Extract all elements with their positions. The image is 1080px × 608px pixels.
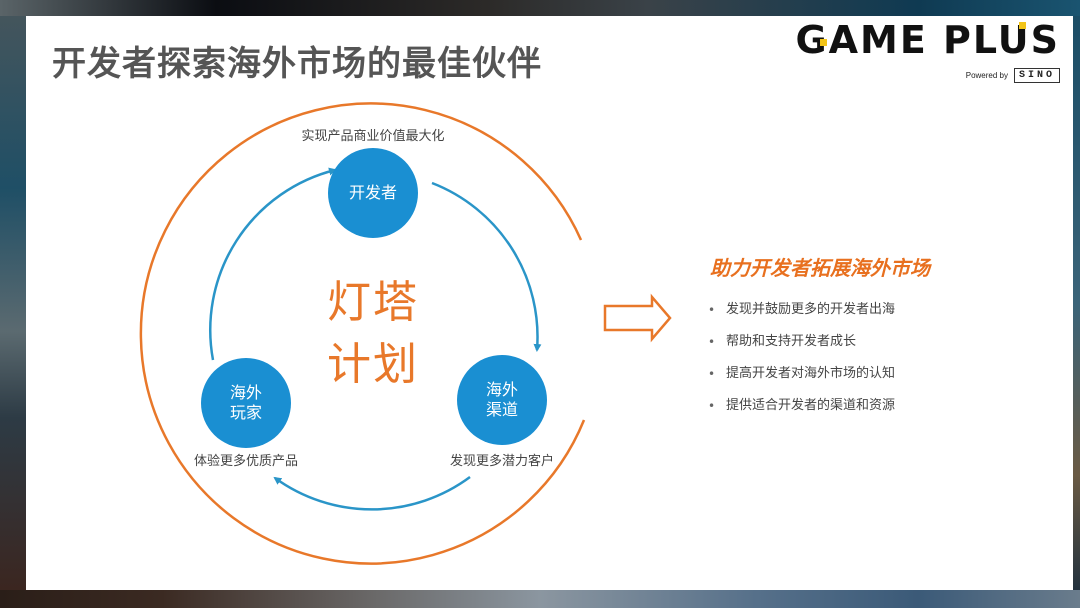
background-photo-right [1073,16,1080,590]
node-developer: 开发者 [328,148,418,238]
list-item: • 发现并鼓励更多的开发者出海 [708,300,895,332]
cycle-arrow-developer-to-channel [431,181,542,352]
list-item: • 帮助和支持开发者成长 [708,332,895,364]
brand-name: GAME PLUS [795,18,1060,62]
powered-by-label: Powered by [965,71,1008,80]
right-heading: 助力开发者拓展海外市场 [710,256,930,280]
list-item-text: 发现并鼓励更多的开发者出海 [726,302,896,317]
outer-ring-arc [139,102,586,565]
node-channels-line1: 海外 [485,380,518,399]
lighthouse-plan-title: 灯塔 计划 [318,272,428,396]
node-developer-label: 开发者 [348,183,397,202]
list-item-text: 提供适合开发者的渠道和资源 [726,398,896,413]
slide-panel [26,16,1073,590]
list-item: • 提供适合开发者的渠道和资源 [708,396,895,428]
powered-by: Powered by SINO [966,68,1060,83]
benefit-list: • 发现并鼓励更多的开发者出海 • 帮助和支持开发者成长 • 提高开发者对海外市… [708,300,895,428]
partner-logo: SINO [1013,68,1060,83]
background-photo-left [0,16,26,590]
node-channels-line2: 渠道 [485,400,518,419]
slide-title: 开发者探索海外市场的最佳伙伴 [52,44,542,84]
cycle-arrow-channel-to-player [273,475,471,511]
node-overseas-players: 海外 玩家 [201,358,291,448]
center-title-line2: 计划 [327,339,419,390]
developer-caption: 实现产品商业价值最大化 [301,129,445,144]
center-title-line1: 灯塔 [327,277,419,328]
list-item-text: 提高开发者对海外市场的认知 [726,366,896,381]
bullet-icon: • [708,367,716,381]
bullet-icon: • [708,303,716,317]
bullet-icon: • [708,335,716,349]
cycle-arrow-player-to-developer [209,167,337,361]
channels-caption: 发现更多潜力客户 [449,454,555,469]
logo-accent-dot [820,39,827,46]
background-photo-bottom [0,590,1080,608]
players-caption: 体验更多优质产品 [193,454,299,469]
outline-right-arrow-icon [603,293,672,343]
node-overseas-channels: 海外 渠道 [457,355,547,445]
list-item: • 提高开发者对海外市场的认知 [708,364,895,396]
background-photo-top [0,0,1080,16]
bullet-icon: • [708,399,716,413]
node-players-line1: 海外 [229,383,262,402]
node-players-line2: 玩家 [229,403,262,422]
brand-logo: GAME PLUS Powered by SINO [780,18,1060,83]
logo-accent-dot [1019,22,1026,29]
list-item-text: 帮助和支持开发者成长 [726,334,857,349]
